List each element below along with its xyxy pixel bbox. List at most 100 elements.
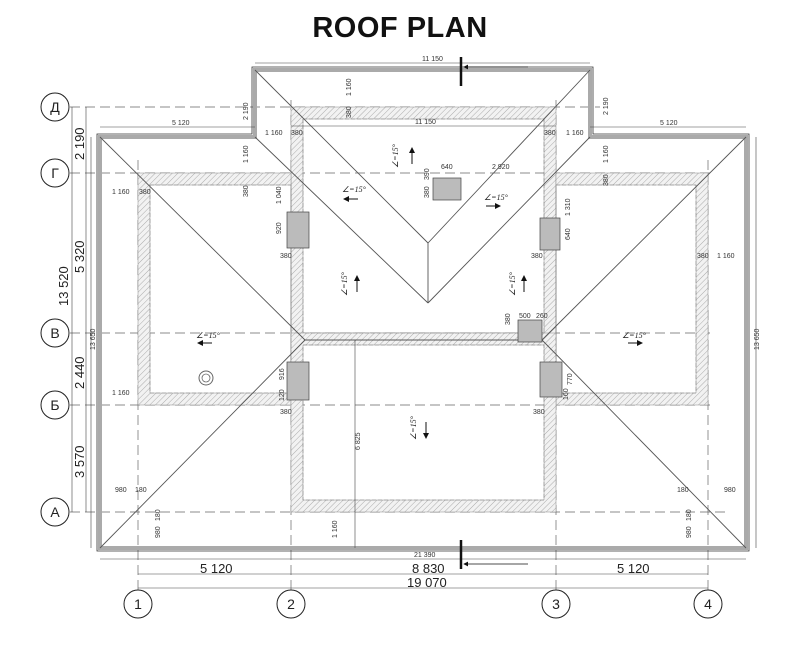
dimension-text: 980 <box>686 526 693 538</box>
dimension-text: 380 <box>531 253 543 260</box>
dimension-text: 3 570 <box>72 445 87 478</box>
svg-text:∠=15°: ∠=15° <box>342 185 367 194</box>
dimension-text: 380 <box>280 253 292 260</box>
section-marker-top <box>459 57 528 86</box>
dimension-text: 2 920 <box>492 164 510 171</box>
slope-labels: ∠=15° ∠=15° ∠=15° ∠=15° ∠=15° ∠=15° ∠=15… <box>196 143 647 440</box>
dimension-text: 1 310 <box>565 198 572 216</box>
page-title: ROOF PLAN <box>312 12 488 44</box>
dimension-text: 1 160 <box>112 390 130 397</box>
dimension-text: 1 160 <box>112 189 130 196</box>
dimension-text: 5 120 <box>617 561 650 576</box>
dimension-text: 180 <box>686 509 693 521</box>
dimension-text: 1 160 <box>243 145 250 163</box>
svg-text:∠=15°: ∠=15° <box>508 271 517 296</box>
axis-marker-column: 4 <box>693 589 723 619</box>
dimension-text: 380 <box>533 409 545 416</box>
vent-box <box>286 361 310 401</box>
svg-text:∠=15°: ∠=15° <box>409 415 418 440</box>
dimension-text: 1 160 <box>265 130 283 137</box>
axis-marker-row: А <box>40 497 70 527</box>
dimension-text: 380 <box>291 130 303 137</box>
slope-label: ∠=15° <box>508 271 517 296</box>
slope-label: ∠=15° <box>391 143 400 168</box>
axis-marker-column: 3 <box>541 589 571 619</box>
vent-box <box>539 361 563 398</box>
svg-text:Г: Г <box>51 165 59 181</box>
axis-marker-row: Д <box>40 92 70 122</box>
dimension-text: 2 190 <box>72 127 87 160</box>
row-axis-markers: Д Г В Б А <box>40 92 70 527</box>
dimension-text: 8 830 <box>412 561 445 576</box>
dimension-text: 640 <box>441 164 453 171</box>
dimension-text: 380 <box>346 106 353 118</box>
svg-text:∠=15°: ∠=15° <box>340 271 349 296</box>
dimension-text: 21 390 <box>414 552 436 559</box>
svg-text:4: 4 <box>704 596 712 612</box>
svg-text:Б: Б <box>50 397 59 413</box>
slope-label: ∠=15° <box>484 193 509 209</box>
dimension-text: 380 <box>280 409 292 416</box>
dimension-text: 380 <box>424 186 431 198</box>
slope-label: ∠=15° <box>196 331 221 346</box>
vent-box <box>432 177 462 201</box>
roof-ridges <box>99 69 747 549</box>
vent-box <box>286 211 310 249</box>
dimension-text: 380 <box>603 174 610 186</box>
dimension-text: 1 160 <box>566 130 584 137</box>
vent-box <box>539 217 561 251</box>
column-axis-markers: 1 2 3 4 <box>123 589 723 619</box>
dimension-texts: 11 150 11 150 5 120 5 120 2 190 2 190 1 … <box>56 56 761 590</box>
dimension-text: 120 <box>279 389 286 401</box>
dimension-text: 1 160 <box>332 520 339 538</box>
dimension-text: 11 150 <box>415 119 436 126</box>
dimension-text: 640 <box>565 228 572 240</box>
svg-text:∠=15°: ∠=15° <box>622 331 647 340</box>
dimension-text: 380 <box>243 185 250 197</box>
dimension-text: 380 <box>697 253 709 260</box>
dimension-text: 380 <box>505 313 512 325</box>
svg-text:В: В <box>50 325 59 341</box>
dimension-text: 1 160 <box>346 78 353 96</box>
dimension-text: 19 070 <box>407 575 447 590</box>
section-marker-bottom <box>459 540 528 569</box>
dimension-text: 380 <box>139 189 151 196</box>
axis-marker-row: В <box>40 318 70 348</box>
dimension-text: 5 320 <box>72 240 87 273</box>
dimension-text: 980 <box>155 526 162 538</box>
dimension-text: 2 440 <box>72 356 87 389</box>
axis-marker-column: 1 <box>123 589 153 619</box>
dimension-text: 1 160 <box>603 145 610 163</box>
axis-marker-row: Б <box>40 390 70 420</box>
dimension-text: 6 825 <box>355 432 362 450</box>
dimension-text: 160 <box>563 388 570 400</box>
dimension-text: 5 120 <box>660 120 678 127</box>
drain-icon <box>198 370 214 386</box>
dimension-text: 13 520 <box>56 266 71 306</box>
dimension-text: 5 120 <box>172 120 190 127</box>
dimension-text: 180 <box>155 509 162 521</box>
roof-vents <box>198 177 563 401</box>
dimension-text: 11 150 <box>422 56 443 63</box>
dimension-text: 13 650 <box>754 328 761 350</box>
svg-text:3: 3 <box>552 596 560 612</box>
dimension-text: 260 <box>536 313 548 320</box>
dimension-text: 180 <box>677 487 689 494</box>
dimension-text: 1 160 <box>717 253 735 260</box>
axis-marker-row: Г <box>40 158 70 188</box>
roof-outline <box>96 66 750 552</box>
dimension-text: 180 <box>135 487 147 494</box>
svg-text:А: А <box>50 504 60 520</box>
dimension-text: 1 040 <box>276 186 283 204</box>
dimension-text: 13 650 <box>90 328 97 350</box>
dimension-text: 916 <box>279 368 286 380</box>
slope-label: ∠=15° <box>342 185 367 202</box>
slope-label: ∠=15° <box>340 271 349 296</box>
dimension-text: 770 <box>567 373 574 385</box>
axis-marker-column: 2 <box>276 589 306 619</box>
dimension-text: 380 <box>544 130 556 137</box>
walls <box>137 106 709 513</box>
svg-text:1: 1 <box>134 596 142 612</box>
dimension-text: 980 <box>115 487 127 494</box>
